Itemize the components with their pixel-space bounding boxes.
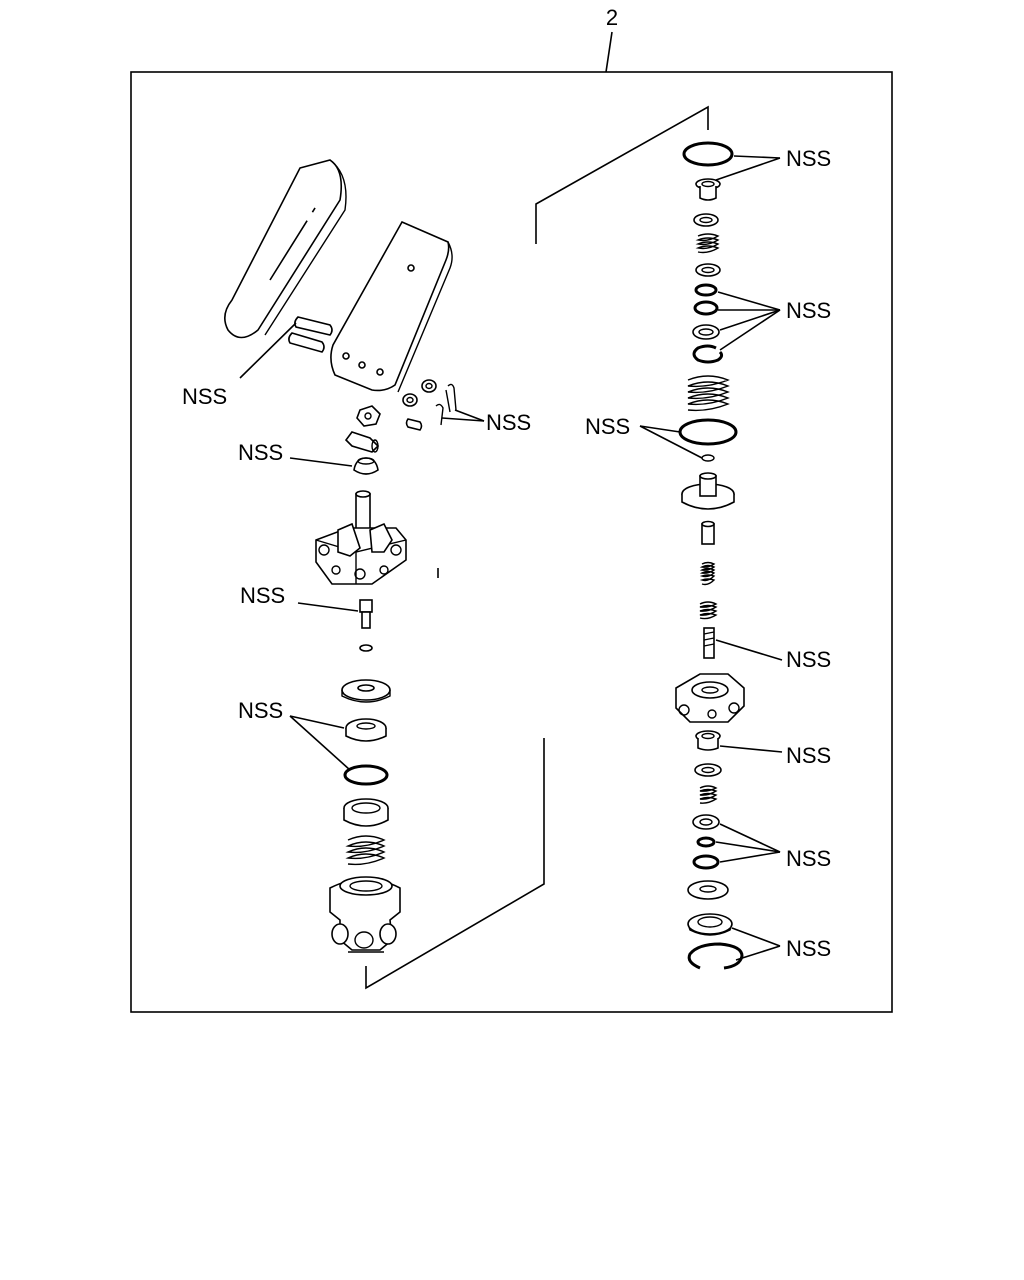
label-nss-stud: NSS bbox=[786, 647, 831, 672]
secondary-piston bbox=[681, 472, 735, 510]
cap-housing bbox=[675, 673, 745, 723]
label-nss-snap-ring: NSS bbox=[786, 936, 831, 961]
washers bbox=[402, 379, 437, 407]
leader-snap-ring bbox=[735, 945, 781, 961]
label-nss-piston-seal: NSS bbox=[238, 698, 283, 723]
rubber-boot bbox=[353, 457, 379, 475]
upper-oring-2 bbox=[693, 300, 719, 316]
leader-upper-4 bbox=[719, 309, 781, 351]
leader-lower-1 bbox=[719, 823, 781, 853]
label-nss-lower-seals: NSS bbox=[786, 846, 831, 871]
leader-mid-small-oring bbox=[639, 425, 703, 459]
upper-cup-seal bbox=[692, 324, 720, 340]
label-nss-top-oring: NSS bbox=[786, 146, 831, 171]
hex-nut bbox=[356, 405, 381, 427]
mounting-bracket bbox=[315, 522, 407, 585]
upper-small-oring bbox=[694, 283, 718, 297]
pedal-arm bbox=[330, 220, 453, 393]
lower-bushing bbox=[695, 730, 721, 751]
lower-small-spring bbox=[699, 785, 718, 804]
upper-small-spring bbox=[695, 233, 720, 254]
top-oring bbox=[682, 141, 734, 167]
upper-connector-line bbox=[535, 105, 709, 244]
top-bushing bbox=[695, 178, 721, 201]
label-nss-upper-seals: NSS bbox=[786, 298, 831, 323]
leader-top-bushing bbox=[715, 157, 781, 181]
leader-lower-seal-cup bbox=[731, 927, 781, 947]
leader-piston-seal bbox=[289, 715, 345, 729]
leader-rubber-boot bbox=[289, 457, 353, 467]
upper-washer-2 bbox=[695, 263, 721, 277]
cotter-pins bbox=[435, 383, 457, 426]
main-spring bbox=[687, 375, 730, 412]
cylinder-sleeve bbox=[355, 490, 371, 535]
small-washer bbox=[359, 644, 373, 652]
valve-stem bbox=[701, 520, 715, 545]
leader-bolt bbox=[297, 602, 359, 612]
assembly-frame bbox=[130, 71, 893, 1013]
leader-upper-3 bbox=[719, 309, 781, 331]
pedal-pad bbox=[224, 159, 347, 339]
label-nss-cotter-pins: NSS bbox=[486, 410, 531, 435]
upper-washer bbox=[693, 213, 719, 227]
pivot-pins bbox=[288, 316, 333, 353]
leader-piston-oring bbox=[289, 715, 351, 771]
leader-upper-1 bbox=[717, 291, 781, 311]
lower-tiny-spring bbox=[699, 601, 718, 620]
lower-seal-cup bbox=[687, 913, 733, 936]
tiny-spring bbox=[699, 561, 716, 586]
leader-lower-bushing bbox=[719, 745, 783, 753]
leader-lower-2 bbox=[715, 841, 781, 853]
label-nss-bushing: NSS bbox=[786, 743, 831, 768]
leader-pedal-pins bbox=[239, 322, 297, 379]
lower-oring bbox=[692, 854, 720, 870]
mid-oring bbox=[678, 418, 738, 446]
label-nss-pedal-pins: NSS bbox=[182, 384, 227, 409]
piston-oring bbox=[343, 764, 389, 786]
stud bbox=[703, 627, 715, 659]
mid-small-oring bbox=[701, 454, 715, 462]
leader-lower-3 bbox=[719, 851, 781, 863]
leader-cotter-1 bbox=[454, 409, 485, 422]
valve-body bbox=[329, 876, 401, 953]
plunger bbox=[344, 431, 380, 453]
return-spring bbox=[345, 835, 386, 866]
leader-top-oring bbox=[733, 155, 781, 159]
callout-leader bbox=[605, 31, 613, 73]
lower-small-oring bbox=[696, 836, 716, 848]
piston-seal bbox=[345, 718, 387, 742]
snap-ring bbox=[687, 942, 744, 970]
bolt bbox=[359, 599, 373, 629]
leader-stud bbox=[715, 639, 783, 661]
callout-number: 2 bbox=[606, 5, 618, 30]
lower-connector-line bbox=[365, 738, 545, 990]
label-nss-mid-oring: NSS bbox=[585, 414, 630, 439]
small-pin bbox=[405, 418, 423, 431]
upper-retaining-ring bbox=[692, 344, 724, 364]
spring-seat bbox=[341, 679, 391, 703]
flat-washer bbox=[687, 880, 729, 900]
leader-cotter-2 bbox=[441, 417, 485, 422]
lower-cup-seal bbox=[692, 814, 720, 830]
label-nss-rubber-boot: NSS bbox=[238, 440, 283, 465]
piston bbox=[343, 798, 389, 827]
lower-washer bbox=[694, 763, 722, 777]
leader-mid-oring bbox=[639, 425, 681, 433]
label-nss-bolt: NSS bbox=[240, 583, 285, 608]
